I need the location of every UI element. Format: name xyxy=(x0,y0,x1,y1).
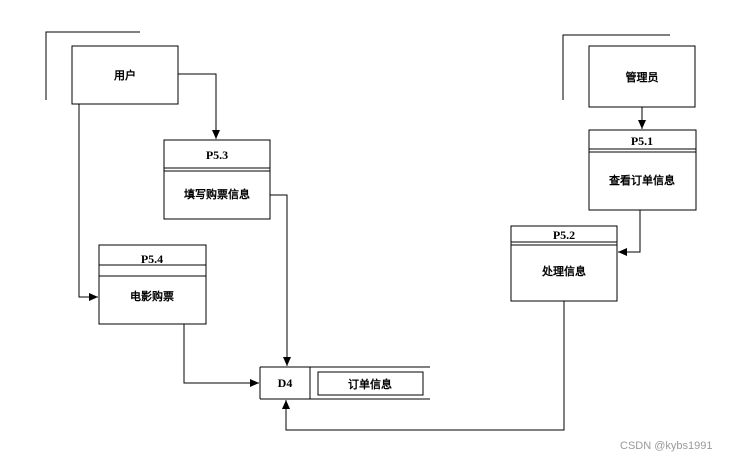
datastore-d4: D4 订单信息 xyxy=(259,366,430,400)
process-p5-4-name: 电影购票 xyxy=(130,289,174,303)
flow-user-to-p5-3 xyxy=(178,73,220,139)
entity-admin: 管理员 xyxy=(562,34,696,108)
entity-admin-label: 管理员 xyxy=(626,70,659,84)
datastore-id: D4 xyxy=(278,376,293,390)
flow-user-to-p5-4 xyxy=(78,104,98,301)
process-p5-1: P5.1 查看订单信息 xyxy=(588,129,697,211)
flow-p5-2-to-d4 xyxy=(282,301,565,431)
process-p5-3-name: 填写购票信息 xyxy=(184,187,250,201)
entity-admin-box xyxy=(588,45,696,108)
datastore-name-box xyxy=(317,371,424,396)
process-p5-4: P5.4 电影购票 xyxy=(98,244,207,325)
flow-p5-3-to-d4 xyxy=(270,194,291,366)
process-p5-2: P5.2 处理信息 xyxy=(510,225,618,302)
entity-user: 用户 xyxy=(45,31,179,105)
flows xyxy=(78,73,646,431)
entity-user-label: 用户 xyxy=(114,68,136,82)
entity-admin-shadow-edge xyxy=(562,34,670,100)
process-p5-2-name: 处理信息 xyxy=(541,264,586,278)
watermark: CSDN @kybs1991 xyxy=(620,440,713,452)
process-p5-3-box xyxy=(163,139,271,220)
process-p5-2-box xyxy=(510,225,618,302)
process-p5-2-id: P5.2 xyxy=(553,228,575,242)
flow-p5-4-to-d4 xyxy=(183,324,259,387)
datastore-name: 订单信息 xyxy=(348,377,392,391)
flow-p5-1-to-p5-2 xyxy=(618,210,641,256)
process-p5-1-id: P5.1 xyxy=(631,134,653,148)
process-p5-1-name: 查看订单信息 xyxy=(609,173,675,187)
process-p5-3: P5.3 填写购票信息 xyxy=(163,139,271,220)
process-p5-1-box xyxy=(588,129,697,211)
entity-user-shadow-edge xyxy=(45,31,140,100)
process-p5-4-box xyxy=(98,244,207,325)
entity-user-box xyxy=(71,45,179,105)
process-p5-3-id: P5.3 xyxy=(206,148,228,162)
process-p5-4-id: P5.4 xyxy=(141,252,163,266)
